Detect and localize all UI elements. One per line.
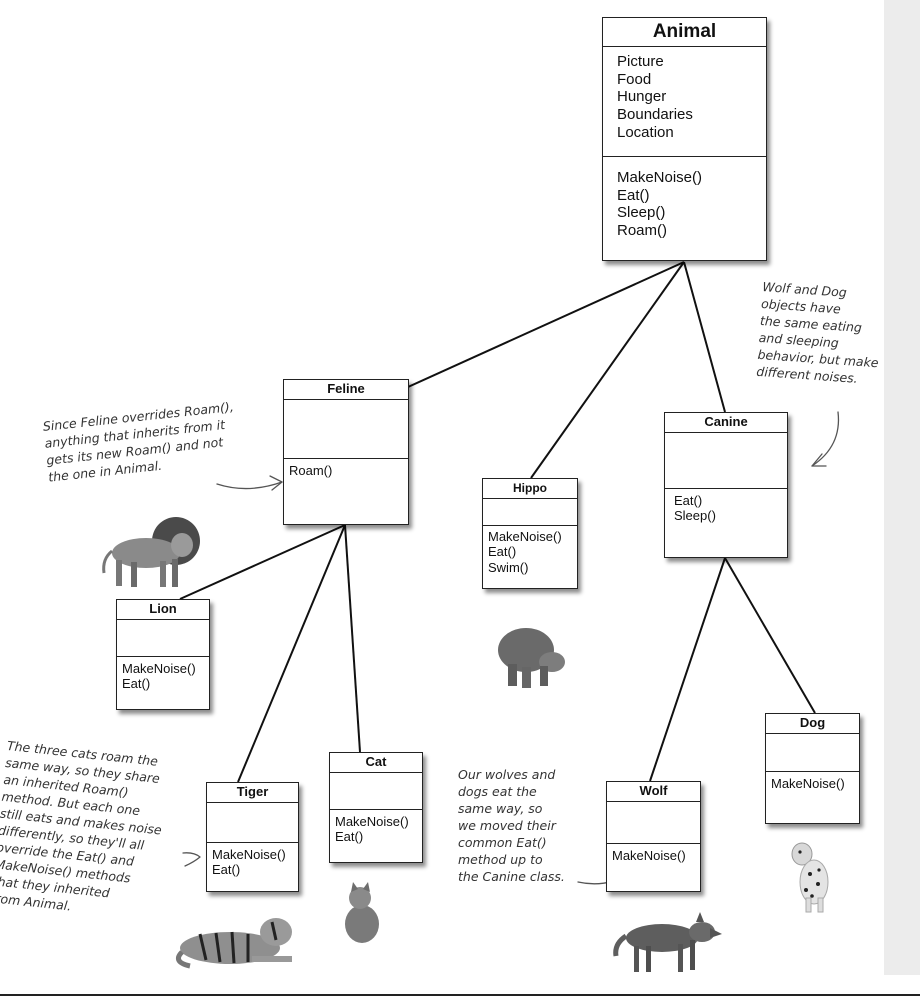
method: Eat() (674, 493, 703, 508)
arrow-wolf-dog-note (811, 411, 840, 467)
class-dog: Dog MakeNoise() (765, 713, 860, 824)
methods-list: MakeNoise() Eat() (117, 657, 209, 692)
methods-list: MakeNoise() Eat() (330, 810, 422, 845)
method: Roam() (289, 463, 333, 478)
attributes-section (330, 773, 422, 810)
method: MakeNoise() (488, 529, 562, 544)
edge-canine-wolf (649, 557, 726, 782)
attributes-section (665, 433, 787, 489)
class-canine: Canine Eat() Sleep() (664, 412, 788, 558)
class-tiger: Tiger MakeNoise() Eat() (206, 782, 299, 892)
note-wolf-dog: Wolf and Dog objects have the same eatin… (755, 278, 880, 386)
method: MakeNoise() (617, 169, 703, 186)
method: MakeNoise() (335, 814, 409, 829)
method: MakeNoise() (612, 848, 686, 863)
class-name: Hippo (483, 479, 577, 499)
method: Roam() (617, 222, 668, 240)
method: Sleep() (617, 204, 666, 222)
attribute: Food (617, 70, 652, 88)
class-name: Lion (117, 600, 209, 620)
class-lion: Lion MakeNoise() Eat() (116, 599, 210, 710)
methods-list: MakeNoise() Eat() Sleep() Roam() (603, 157, 766, 240)
attribute: Hunger (617, 88, 667, 106)
class-name: Dog (766, 714, 859, 734)
class-feline: Feline Roam() (283, 379, 409, 525)
methods-list: MakeNoise() (766, 772, 859, 791)
edge-animal-canine (683, 261, 726, 413)
attributes-section (117, 620, 209, 657)
bottom-rule (0, 994, 920, 996)
right-margin-panel (884, 0, 920, 975)
attributes-section (284, 400, 408, 459)
method: Eat() (122, 676, 151, 692)
class-name: Tiger (207, 783, 298, 803)
wolf-image (613, 912, 722, 972)
class-wolf: Wolf MakeNoise() (606, 781, 701, 892)
class-animal: Animal Picture Food Hunger Boundaries Lo… (602, 17, 767, 261)
edge-animal-hippo (530, 261, 685, 479)
methods-list: Roam() (284, 459, 408, 478)
method: Eat() (617, 186, 650, 204)
note-wolves: Our wolves and dogs eat the same way, so… (458, 767, 565, 884)
attributes-section (766, 734, 859, 772)
note-cats: The three cats roam the same way, so the… (0, 737, 163, 914)
method: Eat() (488, 544, 517, 560)
tiger-image (175, 918, 292, 969)
class-name: Feline (284, 380, 408, 400)
attributes-section (483, 499, 577, 526)
attribute: Picture (617, 53, 664, 70)
class-name: Canine (665, 413, 787, 433)
method: Eat() (335, 829, 364, 845)
attributes-section (207, 803, 298, 843)
attributes-list: Picture Food Hunger Boundaries Location (603, 47, 766, 157)
method: MakeNoise() (771, 776, 845, 791)
methods-list: MakeNoise() (607, 844, 700, 863)
arrow-cats-note (182, 852, 201, 867)
methods-list: Eat() Sleep() (665, 489, 787, 524)
methods-list: MakeNoise() Eat() Swim() (483, 526, 577, 575)
method: Sleep() (674, 508, 716, 524)
attribute: Boundaries (617, 106, 693, 124)
cat-image (345, 882, 379, 943)
class-name: Animal (603, 18, 766, 47)
class-name: Cat (330, 753, 422, 773)
method: Swim() (488, 559, 529, 575)
arrow-feline-note (216, 481, 283, 490)
class-cat: Cat MakeNoise() Eat() (329, 752, 423, 863)
method: MakeNoise() (212, 847, 286, 862)
dog-image (791, 842, 829, 913)
class-name: Wolf (607, 782, 700, 802)
method: Eat() (212, 862, 241, 878)
edge-feline-lion (179, 524, 346, 600)
edge-animal-feline (407, 261, 685, 388)
methods-list: MakeNoise() Eat() (207, 843, 298, 878)
lion-image (102, 517, 200, 587)
attribute: Location (617, 123, 674, 141)
method: MakeNoise() (122, 661, 196, 676)
edge-feline-cat (344, 524, 361, 753)
hippo-image (498, 628, 565, 688)
edge-feline-tiger (237, 524, 346, 783)
class-hippo: Hippo MakeNoise() Eat() Swim() (482, 478, 578, 589)
edge-canine-dog (724, 557, 816, 714)
attributes-section (607, 802, 700, 844)
